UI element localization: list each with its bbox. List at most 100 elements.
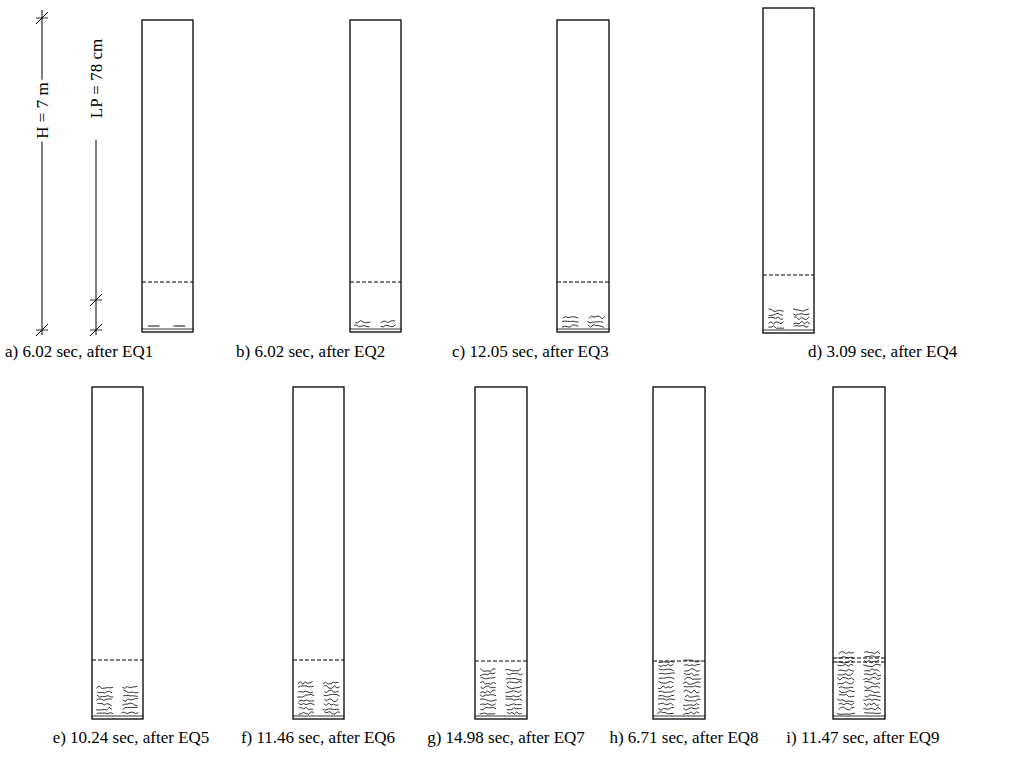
column-outline xyxy=(92,387,143,719)
crack-line xyxy=(297,694,314,697)
crack-line xyxy=(794,326,808,328)
crack-line xyxy=(97,713,113,714)
crack-line xyxy=(659,669,674,671)
crack-line xyxy=(864,686,879,688)
crack-line xyxy=(863,699,880,700)
crack-line xyxy=(839,690,855,692)
crack-line xyxy=(507,682,522,684)
crack-line xyxy=(355,321,370,323)
crack-line xyxy=(507,712,522,714)
crack-line xyxy=(298,681,313,684)
crack-line xyxy=(122,686,137,688)
column-elevation xyxy=(350,20,401,332)
crack-line xyxy=(659,661,674,663)
crack-line xyxy=(768,326,784,328)
crack-line xyxy=(864,712,881,714)
dimension-tick xyxy=(36,324,48,336)
extension-line xyxy=(36,18,48,19)
crack-line xyxy=(324,690,338,692)
crack-line xyxy=(96,699,111,701)
crack-line xyxy=(299,700,315,701)
panel-caption: b) 6.02 sec, after EQ2 xyxy=(236,341,385,362)
crack-line xyxy=(588,325,604,328)
crack-line xyxy=(837,713,855,714)
base-line xyxy=(763,330,814,331)
crack-line xyxy=(864,669,879,672)
crack-line xyxy=(839,703,854,705)
column-outline xyxy=(833,387,885,719)
crack-line xyxy=(658,699,675,700)
crack-line xyxy=(174,326,186,327)
crack-line xyxy=(838,673,853,676)
crack-line xyxy=(507,673,523,675)
column-elevation xyxy=(92,387,143,719)
crack-line xyxy=(506,699,523,701)
crack-line xyxy=(122,703,137,706)
crack-line xyxy=(505,669,521,671)
crack-line xyxy=(381,325,396,327)
column-elevation xyxy=(475,387,527,719)
crack-line xyxy=(793,314,809,316)
plastic-hinge-line xyxy=(653,661,705,662)
panel-caption: f) 11.46 sec, after EQ6 xyxy=(236,727,401,748)
crack-line xyxy=(659,673,675,674)
crack-line xyxy=(839,687,853,688)
crack-line xyxy=(768,309,783,311)
crack-line xyxy=(506,678,522,680)
crack-line xyxy=(506,704,522,706)
crack-line xyxy=(837,681,854,684)
crack-line xyxy=(685,695,700,697)
dimension-line xyxy=(96,140,97,335)
crack-line xyxy=(480,673,495,676)
crack-line xyxy=(481,707,496,709)
plastic-hinge-line xyxy=(142,282,193,283)
crack-line xyxy=(864,652,880,654)
crack-line xyxy=(768,317,783,319)
panel-caption: g) 14.98 sec, after EQ7 xyxy=(424,727,589,748)
crack-line xyxy=(837,664,853,666)
crack-line xyxy=(123,707,138,710)
extension-line xyxy=(36,330,48,331)
crack-line xyxy=(298,712,314,714)
crack-line xyxy=(684,677,701,680)
crack-line xyxy=(324,694,340,696)
base-line xyxy=(833,716,885,717)
crack-line xyxy=(480,669,495,672)
crack-line xyxy=(563,317,578,319)
crack-line xyxy=(480,704,495,706)
crack-line xyxy=(658,695,674,697)
plastic-hinge-line xyxy=(92,660,143,661)
panel-caption: i) 11.47 sec, after EQ9 xyxy=(781,727,946,748)
base-line xyxy=(557,329,609,330)
crack-line xyxy=(794,317,809,320)
crack-line xyxy=(864,660,879,663)
crack-line xyxy=(381,321,396,323)
crack-line xyxy=(298,703,314,705)
base-line xyxy=(293,716,344,717)
dimension-tick xyxy=(90,294,102,306)
plastic-hinge-line xyxy=(833,658,885,659)
base-line xyxy=(142,329,193,330)
crack-line xyxy=(658,664,673,666)
crack-line xyxy=(324,686,340,689)
base-line xyxy=(475,716,527,717)
crack-line xyxy=(684,690,700,693)
column-elevation xyxy=(557,20,609,332)
crack-line xyxy=(480,681,496,684)
crack-line xyxy=(97,691,112,693)
crack-line xyxy=(658,677,674,679)
dimension-tick xyxy=(36,12,48,24)
crack-line xyxy=(684,664,700,666)
plastic-hinge-line xyxy=(763,275,814,276)
crack-line xyxy=(864,681,880,684)
extension-line xyxy=(90,330,102,331)
crack-line xyxy=(863,664,881,666)
crack-line xyxy=(481,677,496,679)
crack-line xyxy=(864,690,879,693)
dimension-tick xyxy=(90,324,102,336)
column-outline xyxy=(475,387,527,719)
crack-line xyxy=(354,325,370,327)
column-outline xyxy=(653,387,705,719)
crack-line xyxy=(684,669,699,672)
panel-caption: e) 10.24 sec, after EQ5 xyxy=(49,727,214,748)
